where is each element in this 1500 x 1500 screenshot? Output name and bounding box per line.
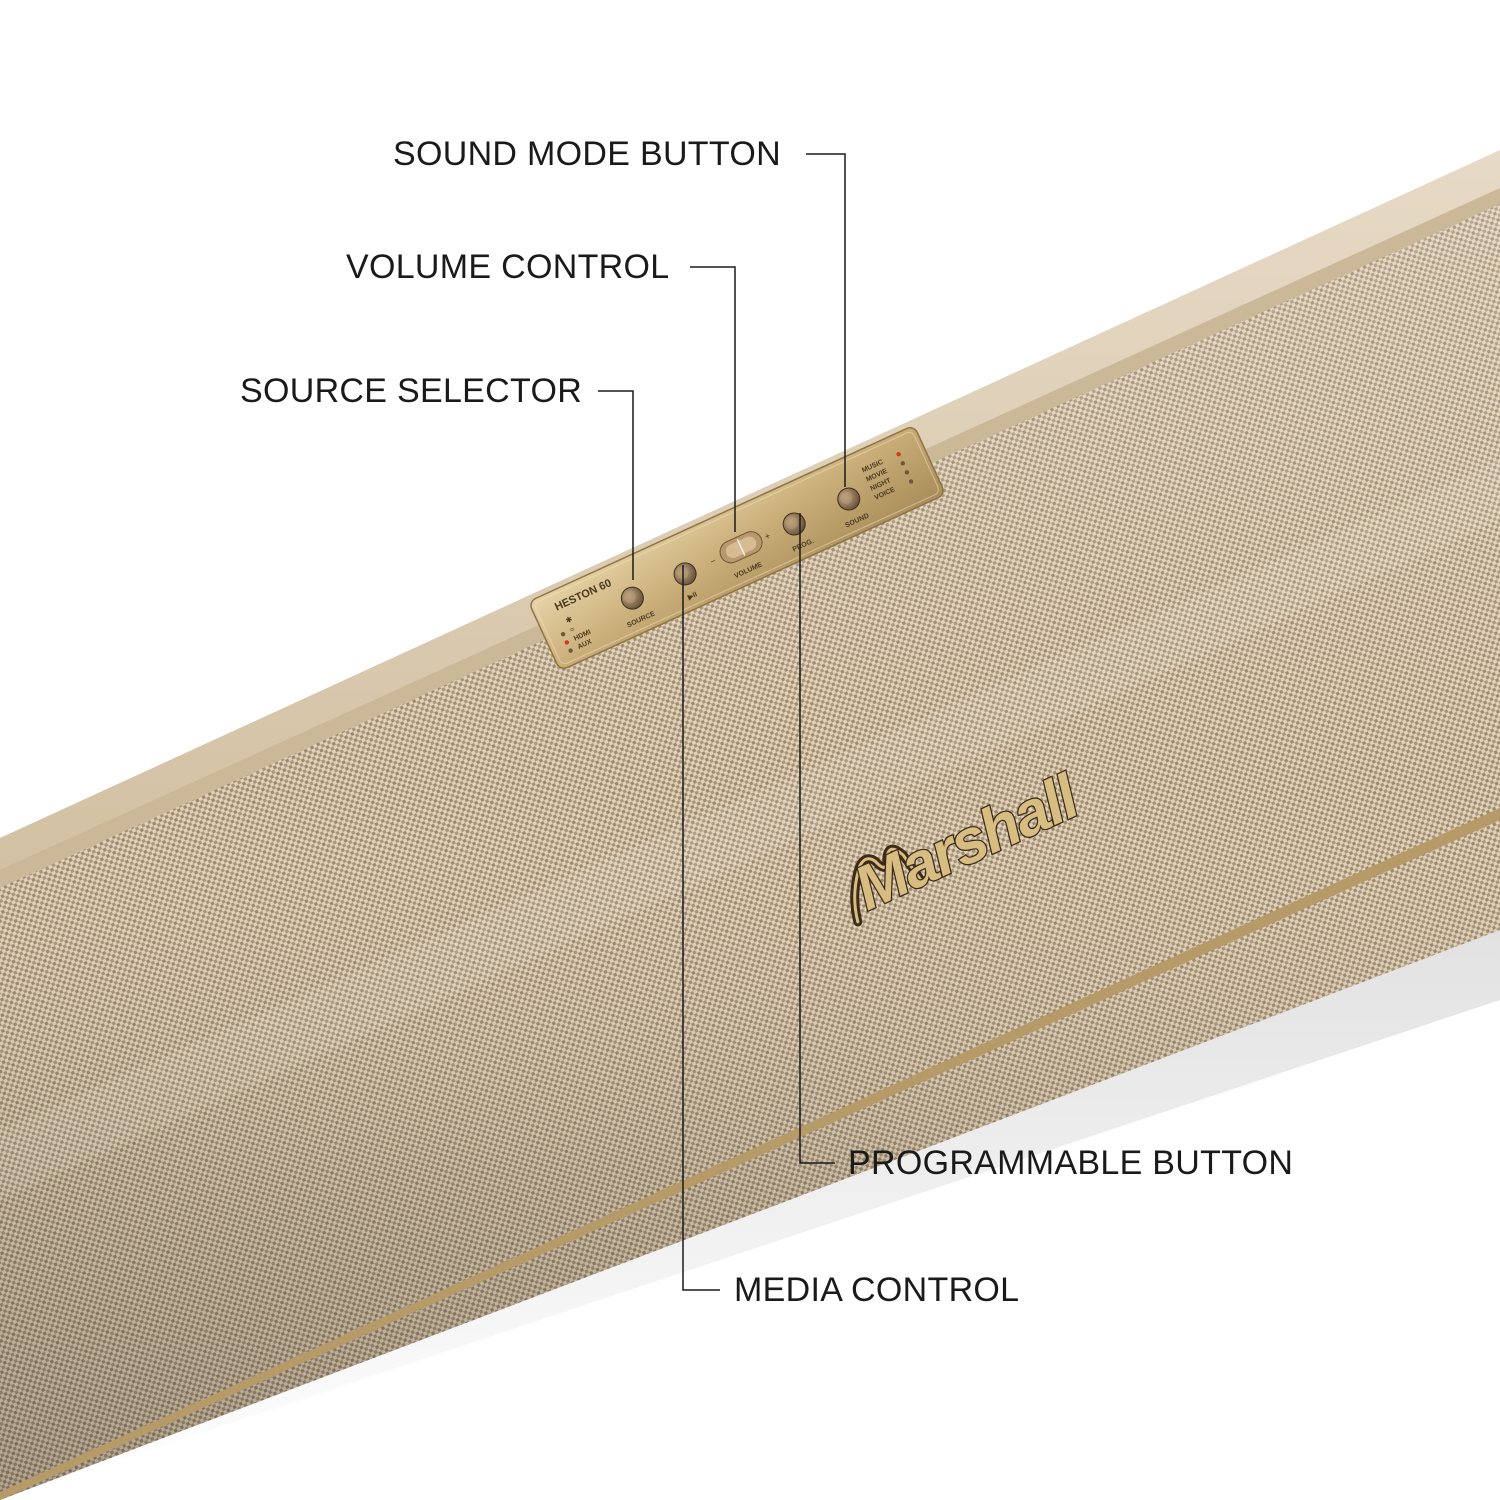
- leader-line-programmable: [799, 513, 835, 1164]
- grille-fold: [0, 460, 1500, 1200]
- leader-line-media: [682, 565, 720, 1291]
- sound-button[interactable]: [834, 484, 863, 513]
- callout-source-selector: SOURCE SELECTOR: [240, 372, 583, 410]
- volume-control[interactable]: [716, 528, 765, 566]
- leader-line-source: [598, 390, 634, 580]
- volume-minus-label: −: [708, 556, 717, 567]
- volume-plus-label: +: [763, 531, 772, 542]
- speaker-grille-shading: [0, 204, 1500, 1500]
- callout-volume-control: VOLUME CONTROL: [346, 248, 670, 286]
- leader-line-volume: [690, 266, 736, 532]
- source-button[interactable]: [618, 584, 647, 613]
- leader-lines: [598, 153, 846, 1291]
- wifi-icon: ≈: [568, 624, 576, 634]
- media-label: ▶II: [686, 591, 698, 602]
- callout-programmable-button: PROGRAMMABLE BUTTON: [848, 1144, 1294, 1182]
- callout-media-control: MEDIA CONTROL: [734, 1271, 1020, 1309]
- leader-line-sound-mode: [806, 153, 846, 487]
- control-panel: HESTON 60 ✱ ≈ HDMI AUX SOURCE: [530, 427, 944, 669]
- bluetooth-icon: ✱: [564, 614, 574, 625]
- callout-sound-mode-button: SOUND MODE BUTTON: [393, 135, 781, 173]
- brass-trim: [0, 808, 1500, 1500]
